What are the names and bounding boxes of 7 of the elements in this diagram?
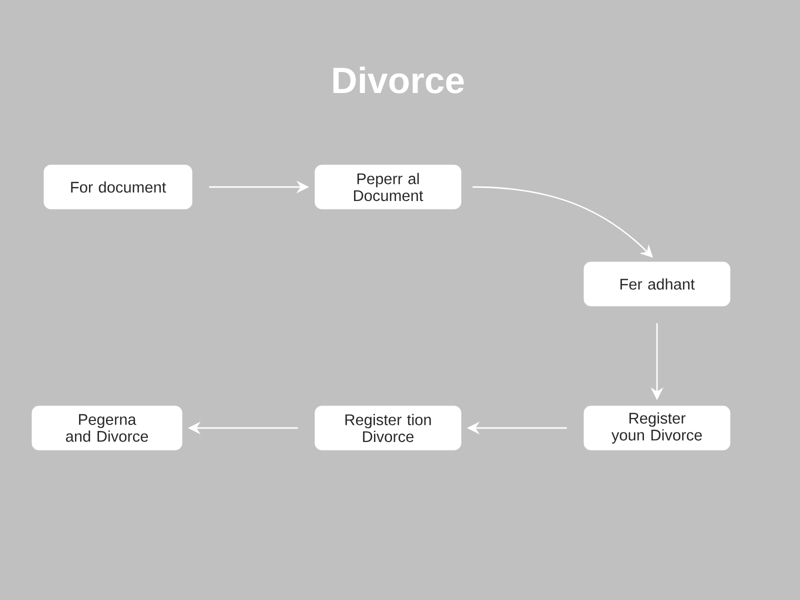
process-box: Fer adhant — [584, 262, 730, 306]
title: Divorce — [333, 66, 464, 94]
process-box: Pegerna and Divorce — [32, 406, 182, 450]
process-box: Register tion Divorce — [314, 406, 462, 450]
process-box: For document — [44, 164, 192, 210]
process-box: Register youn Divorce — [584, 406, 730, 450]
process-box: Peperr al Document — [314, 164, 462, 210]
